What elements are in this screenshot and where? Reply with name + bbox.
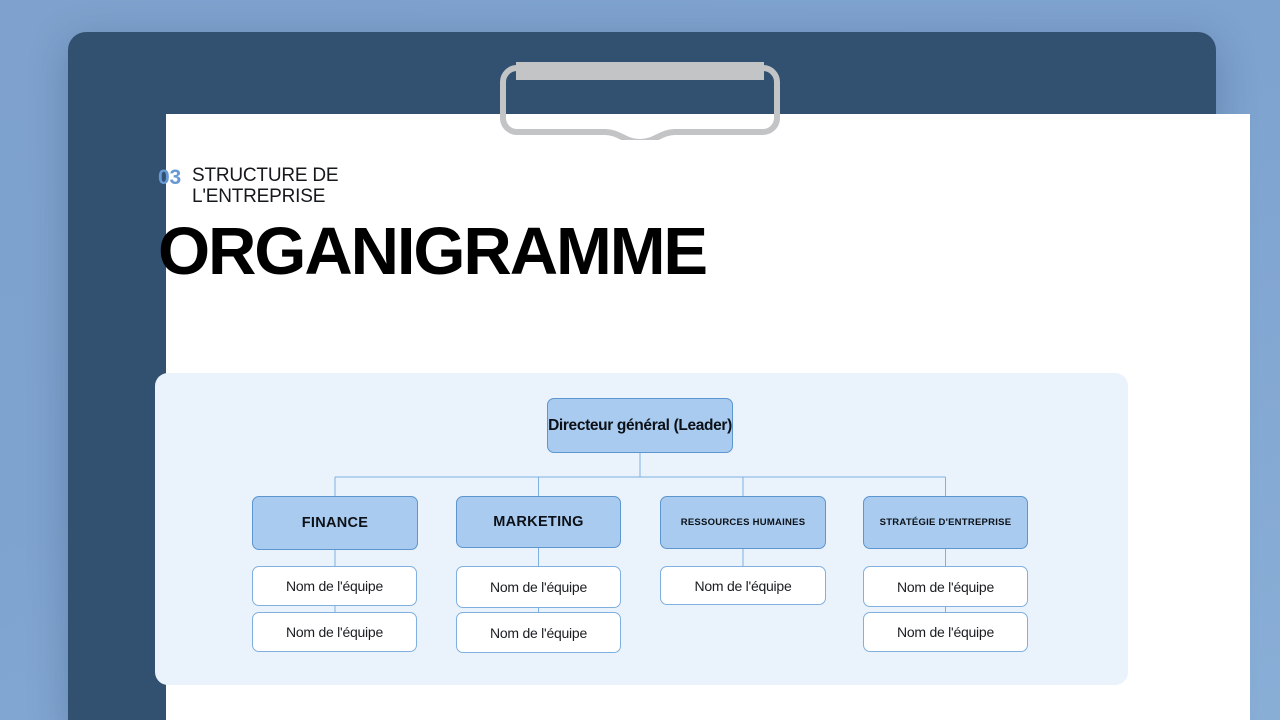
org-node-department-2[interactable]: MARKETING xyxy=(456,496,621,548)
org-node-team-3-1[interactable]: Nom de l'équipe xyxy=(660,566,826,605)
section-label: STRUCTURE DE L'ENTREPRISE xyxy=(191,165,339,207)
org-chart-connectors xyxy=(334,453,947,612)
node-label: MARKETING xyxy=(493,514,584,530)
org-node-department-1[interactable]: FINANCE xyxy=(252,496,418,550)
node-label: Nom de l'équipe xyxy=(490,579,587,595)
org-node-team-1-2[interactable]: Nom de l'équipe xyxy=(252,612,417,652)
org-node-department-4[interactable]: STRATÉGIE D'ENTREPRISE xyxy=(863,496,1028,549)
section-number: 03 xyxy=(158,166,181,189)
node-label: Nom de l'équipe xyxy=(694,577,792,594)
org-node-team-4-1[interactable]: Nom de l'équipe xyxy=(863,566,1028,607)
node-label: Nom de l'équipe xyxy=(897,578,994,595)
node-label: FINANCE xyxy=(301,515,369,531)
node-label: STRATÉGIE D'ENTREPRISE xyxy=(879,517,1012,528)
org-node-team-1-1[interactable]: Nom de l'équipe xyxy=(252,566,417,606)
node-label: Nom de l'équipe xyxy=(286,578,383,594)
node-label: Directeur général (Leader) xyxy=(548,416,732,434)
slide-eyebrow: 03 STRUCTURE DE L'ENTREPRISE xyxy=(158,165,464,207)
org-node-department-3[interactable]: RESSOURCES HUMAINES xyxy=(660,496,826,549)
org-node-root[interactable]: Directeur général (Leader) xyxy=(547,398,733,453)
node-label: RESSOURCES HUMAINES xyxy=(680,517,806,528)
node-label: Nom de l'équipe xyxy=(897,624,994,640)
org-node-team-4-2[interactable]: Nom de l'équipe xyxy=(863,612,1028,652)
node-label: Nom de l'équipe xyxy=(490,624,587,641)
overlay-grey-bar xyxy=(516,62,764,80)
page-title: ORGANIGRAMME xyxy=(158,214,708,289)
org-node-team-2-2[interactable]: Nom de l'équipe xyxy=(456,612,621,653)
node-label: Nom de l'équipe xyxy=(286,624,383,640)
org-node-team-2-1[interactable]: Nom de l'équipe xyxy=(456,566,621,608)
